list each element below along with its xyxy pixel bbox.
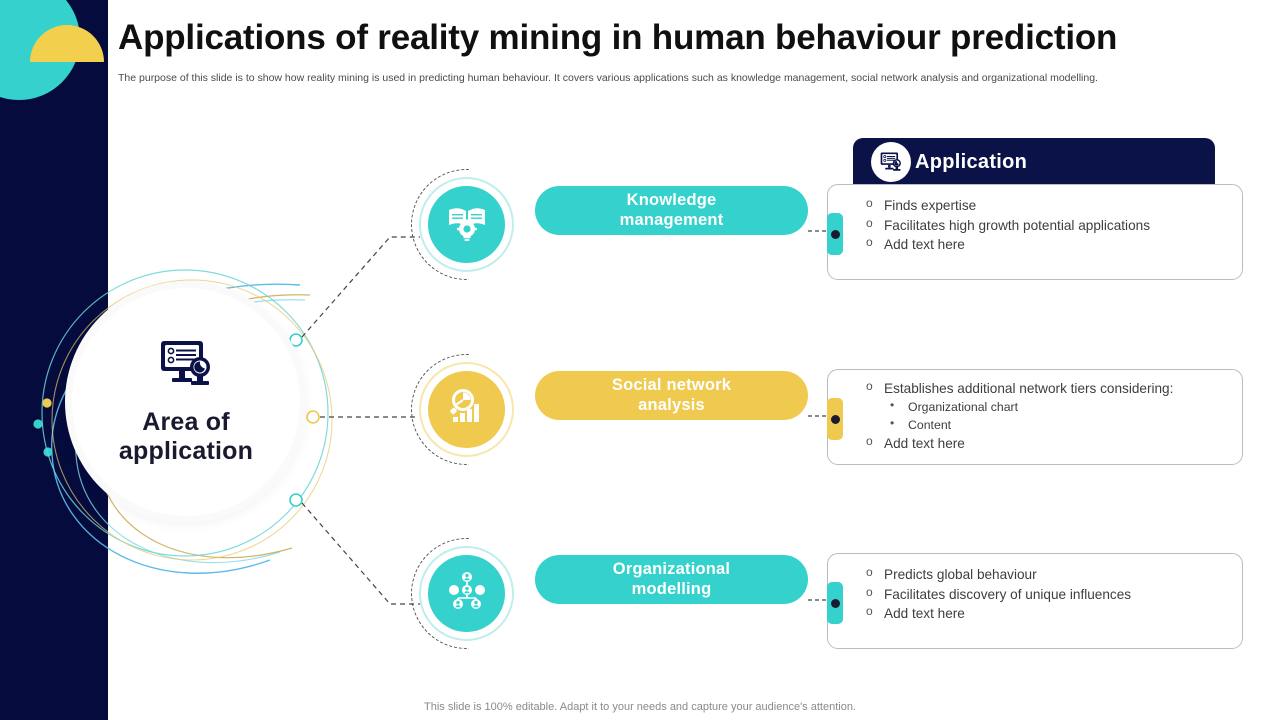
- list-item: Add text here: [866, 433, 1230, 454]
- icon-circle-organizational[interactable]: [411, 538, 514, 649]
- hub-area-of-application: Area of application: [40, 268, 330, 558]
- list-item: Facilitates discovery of unique influenc…: [866, 584, 1230, 605]
- hub-label: Area of application: [119, 408, 253, 466]
- hub-label-line2: application: [118, 436, 254, 465]
- icon-disc: [428, 186, 505, 263]
- footer-note: This slide is 100% editable. Adapt it to…: [424, 701, 856, 713]
- pill-label: Social network analysis: [612, 376, 731, 414]
- outer-ring: [419, 362, 514, 457]
- card-organizational-modelling: Predicts global behaviour Facilitates di…: [827, 553, 1243, 649]
- pill-line2: modelling: [631, 579, 712, 598]
- list-item: Finds expertise: [866, 195, 1230, 216]
- card-connector-dot: [831, 599, 840, 608]
- application-banner: Application: [853, 138, 1215, 186]
- outer-ring: [419, 546, 514, 641]
- outer-ring: [419, 177, 514, 272]
- pill-label: Organizational modelling: [613, 560, 730, 598]
- icon-circle-social-network[interactable]: [411, 354, 514, 465]
- row-knowledge-management: Knowledge management: [0, 169, 1280, 292]
- application-banner-label: Application: [915, 150, 1028, 173]
- pill-knowledge-management[interactable]: Knowledge management: [535, 186, 808, 235]
- monitor-analytics-icon: [157, 339, 215, 394]
- pill-line1: Organizational: [612, 560, 731, 579]
- list-item: Add text here: [866, 603, 1230, 624]
- list-item: Add text here: [866, 234, 1230, 255]
- pill-line1: Knowledge: [626, 191, 717, 210]
- hub-circle[interactable]: Area of application: [72, 288, 300, 516]
- list-item: Predicts global behaviour: [866, 564, 1230, 585]
- card-body: Establishes additional network tiers con…: [828, 370, 1242, 454]
- pill-social-network-analysis[interactable]: Social network analysis: [535, 371, 808, 420]
- card-body: Predicts global behaviour Facilitates di…: [828, 554, 1242, 624]
- card-knowledge-management: Finds expertise Facilitates high growth …: [827, 184, 1243, 280]
- pill-organizational-modelling[interactable]: Organizational modelling: [535, 555, 808, 604]
- icon-disc: [428, 555, 505, 632]
- row-organizational-modelling: Organizational modelling: [0, 538, 1280, 661]
- page-subtitle: The purpose of this slide is to show how…: [118, 72, 1098, 84]
- org-chart-icon: [444, 568, 490, 619]
- magnifier-bar-chart-icon: [444, 384, 490, 435]
- list-item: Facilitates high growth potential applic…: [866, 215, 1230, 236]
- list-item: Organizational chart: [866, 397, 1230, 417]
- page-title: Applications of reality mining in human …: [118, 18, 1118, 57]
- row-social-network-analysis: Social network analysis: [0, 354, 1280, 477]
- card-connector-dot: [831, 415, 840, 424]
- pill-line2: management: [619, 210, 724, 229]
- card-social-network-analysis: Establishes additional network tiers con…: [827, 369, 1243, 465]
- hub-label-line1: Area of: [142, 407, 230, 436]
- icon-circle-knowledge[interactable]: [411, 169, 514, 280]
- pill-label: Knowledge management: [620, 191, 724, 229]
- list-item: Establishes additional network tiers con…: [866, 378, 1230, 399]
- icon-disc: [428, 371, 505, 448]
- list-item: Content: [866, 415, 1230, 435]
- card-connector-dot: [831, 230, 840, 239]
- monitor-analytics-icon: [871, 142, 911, 182]
- card-body: Finds expertise Facilitates high growth …: [828, 185, 1242, 255]
- pill-line2: analysis: [638, 395, 705, 414]
- pill-line1: Social network: [611, 376, 732, 395]
- book-lightbulb-icon: [444, 199, 490, 250]
